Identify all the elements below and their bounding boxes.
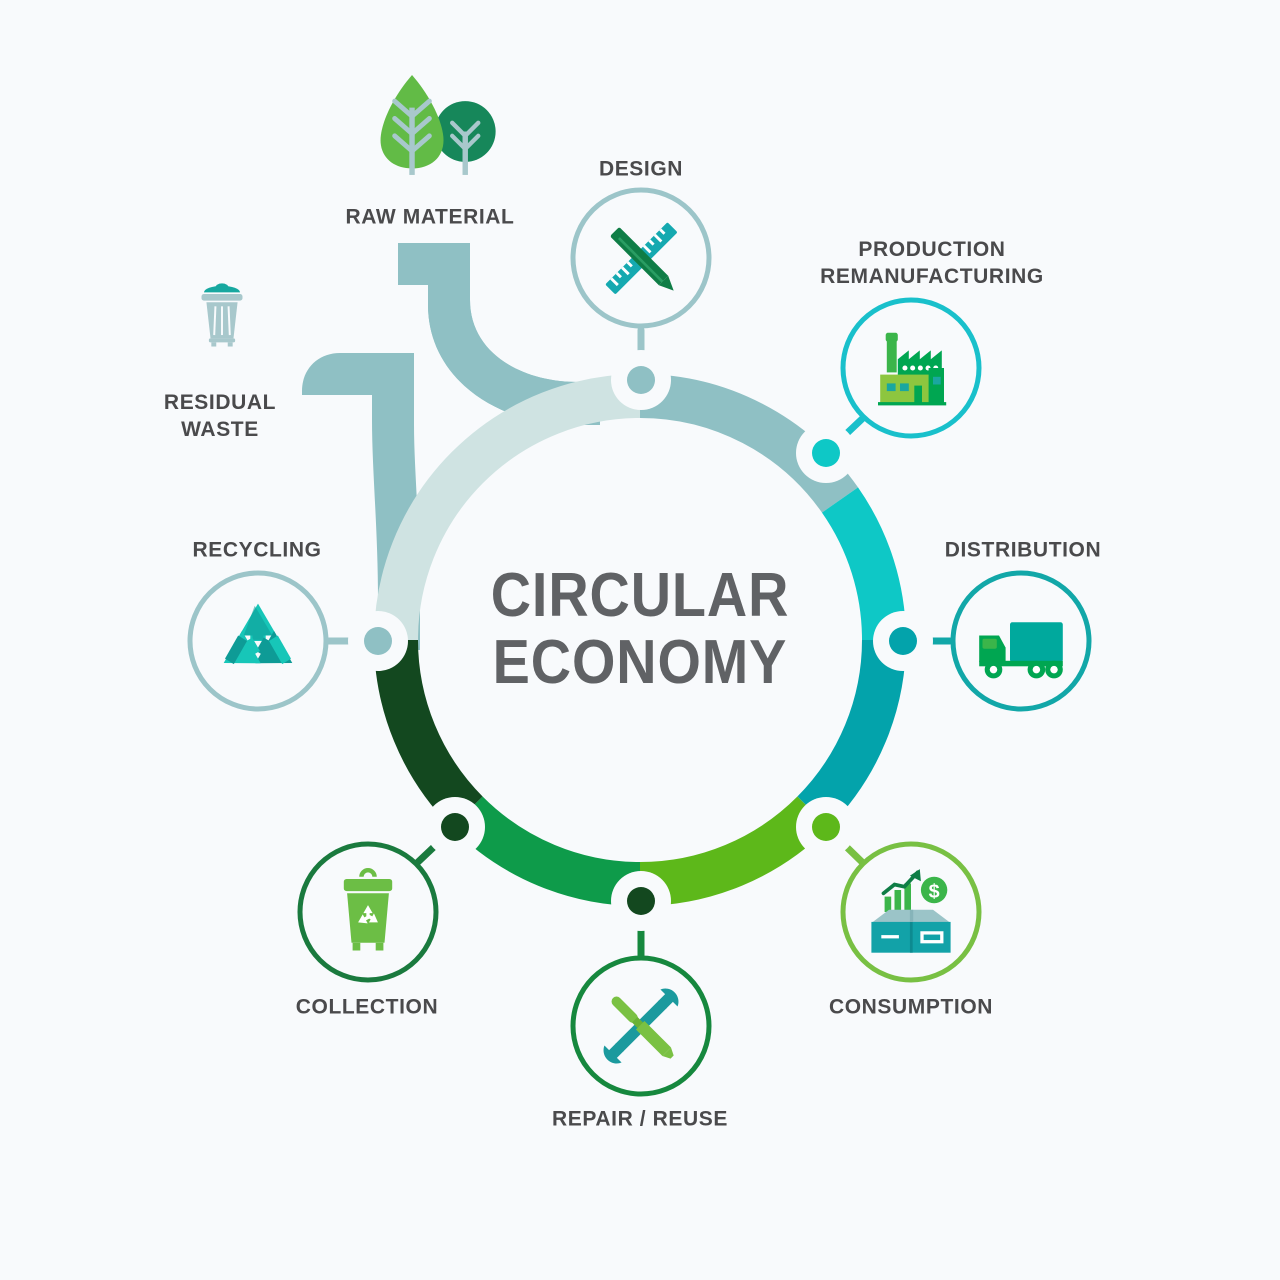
node-production-remanufacturing[interactable] <box>840 297 982 439</box>
connector-nodes <box>348 350 933 931</box>
ring-segment-collection-to-recycling <box>374 639 483 828</box>
connector-node-consumption[interactable] <box>796 797 856 857</box>
node-consumption[interactable] <box>840 841 982 983</box>
raw-material-arm-fill <box>398 243 600 425</box>
node-design[interactable] <box>570 187 712 329</box>
node-repair-reuse[interactable] <box>570 955 712 1097</box>
ring-segment-consumption-to-repair <box>639 796 829 906</box>
page-title: CIRCULAR ECONOMY <box>490 561 790 697</box>
trash-can-icon <box>200 282 244 348</box>
ring-segment-distribution-to-consumption <box>797 639 906 828</box>
connector-node-design[interactable] <box>611 350 671 410</box>
connector-node-distribution[interactable] <box>873 611 933 671</box>
connector-node-production[interactable] <box>796 423 856 483</box>
node-distribution[interactable] <box>950 570 1092 712</box>
node-raw-material[interactable] <box>381 75 496 175</box>
node-recycling[interactable] <box>187 570 329 712</box>
node-collection[interactable] <box>297 841 439 983</box>
ring-segment-production-to-distribution <box>821 487 907 641</box>
connector-node-collection[interactable] <box>425 797 485 857</box>
node-residual-waste[interactable] <box>200 282 244 348</box>
connector-node-recycling[interactable] <box>348 611 408 671</box>
trees-icon <box>381 75 496 175</box>
connector-node-repair[interactable] <box>611 871 671 931</box>
ring-segment-repair-to-collection <box>451 796 641 906</box>
ring-segment-recycling-to-design <box>374 374 641 641</box>
